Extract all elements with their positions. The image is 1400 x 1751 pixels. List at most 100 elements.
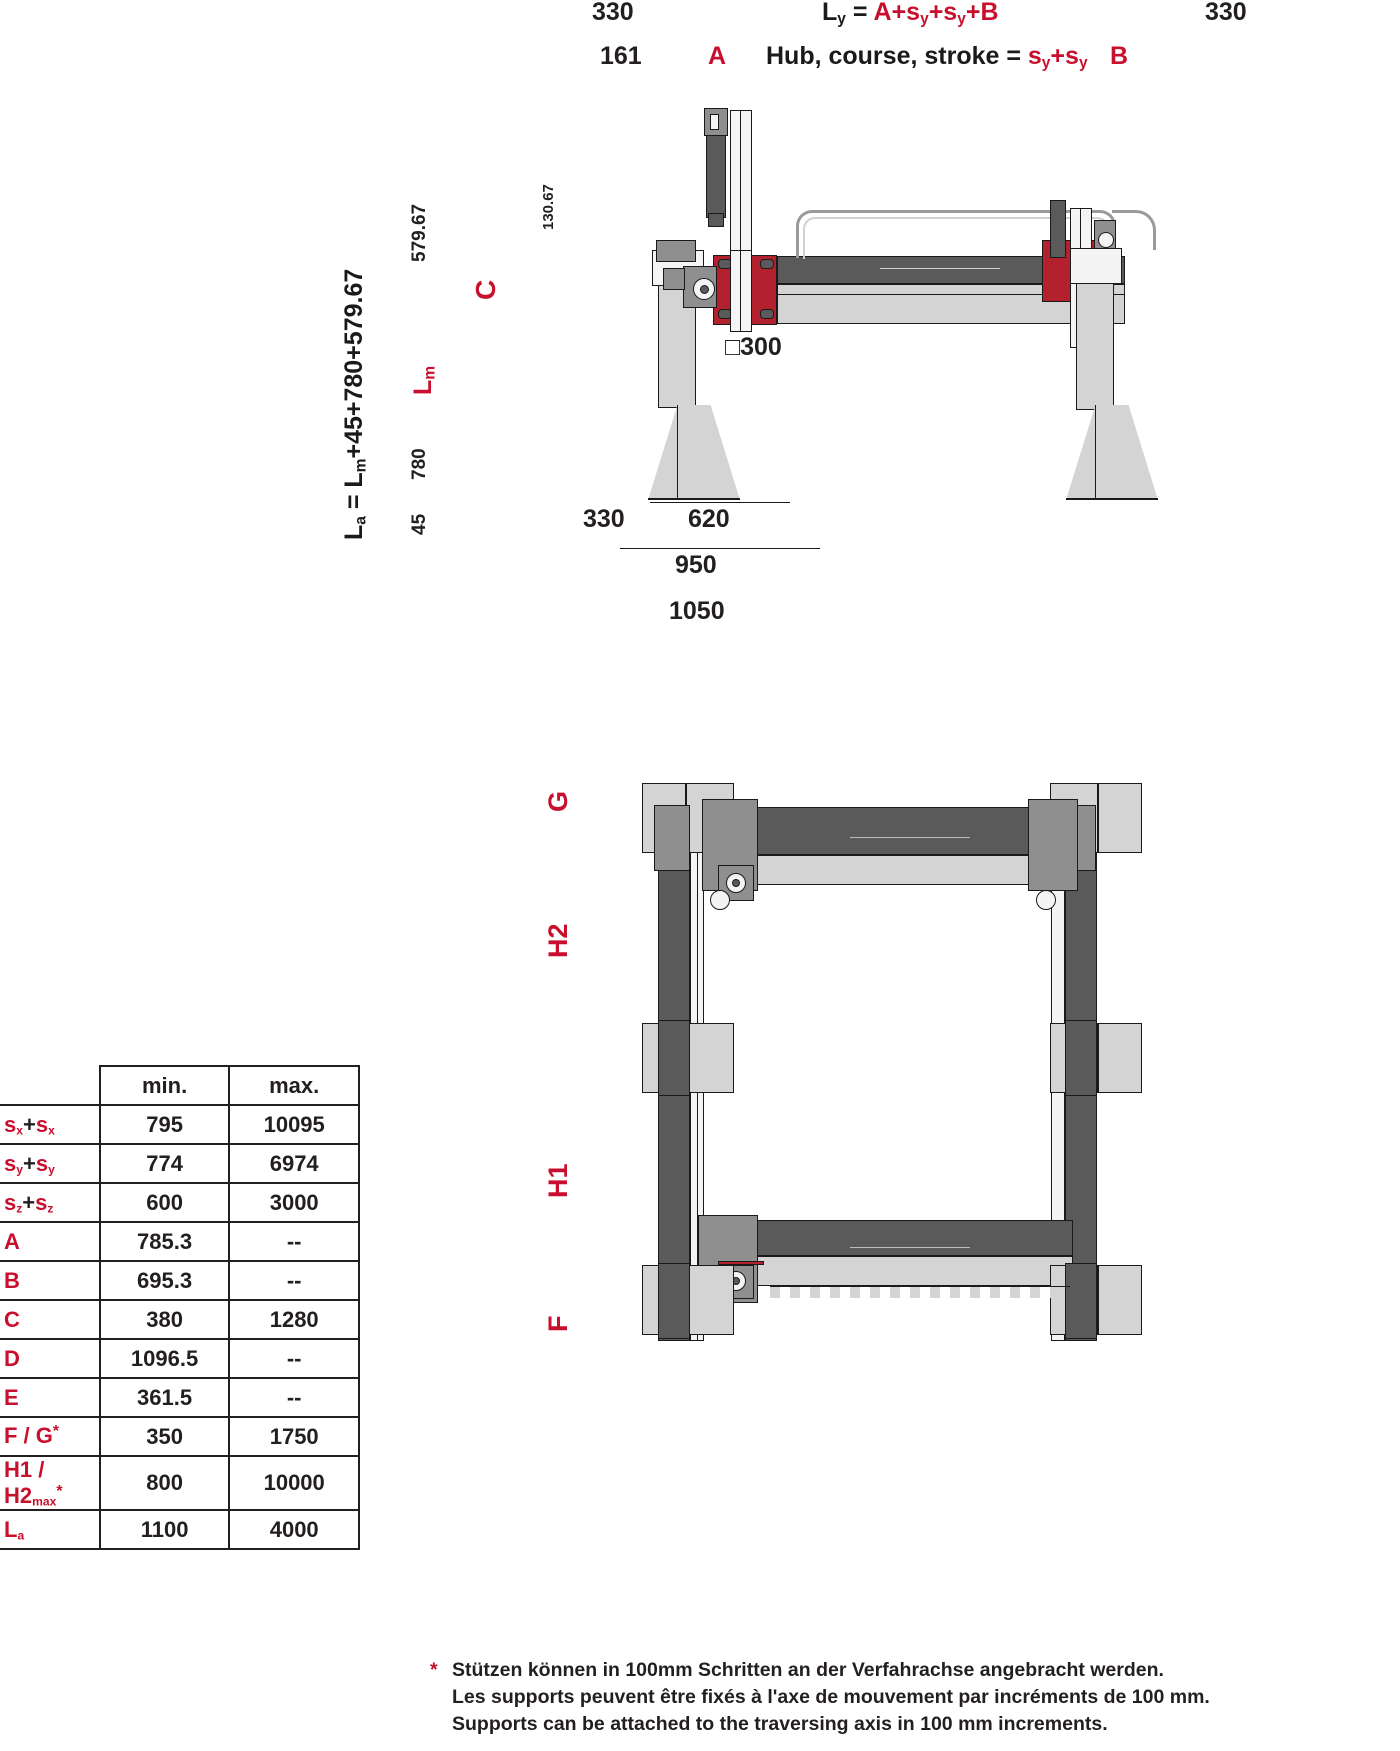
corner-node-top-left [654,805,690,871]
La-sub2: m [352,458,370,473]
table-cell-min: 1100 [98,1509,231,1551]
joint-block-mid-left-2 [686,1023,734,1093]
top-left-motor-hub [732,879,740,887]
top-dim-950: 950 [675,551,717,579]
table-cell-min: 795 [98,1104,231,1145]
formula-ly: Ly = A+sy+sy+B [822,0,999,28]
footnote-block: * Stützen können in 100mm Schritten an d… [430,1657,1390,1738]
right-post-head [1070,248,1122,284]
top-dim-330: 330 [583,505,625,533]
lower-beam-detail [850,1247,970,1249]
carriage-bolt-br [760,309,774,319]
formula-sy-1: s [906,0,921,26]
left-post-bracket [656,240,696,262]
label-130-67: 130.67 [540,184,557,230]
formula-ly-symbol: L [822,0,838,26]
left-rail-through-centerline [740,250,742,332]
table-cell-max: 4000 [228,1509,360,1551]
header-dim-right: 330 [1205,0,1247,26]
table-cell-min: 600 [98,1182,231,1223]
table-header-max: max. [228,1065,360,1106]
formula-B: B [980,0,999,26]
table-row-label: B [0,1260,101,1301]
right-base-centerline [1095,405,1097,500]
table-row-label: sx+sx [0,1104,101,1145]
table-cell-min: 785.3 [98,1221,231,1262]
stroke-sy-1-sub: y [1041,54,1051,72]
label-H1: H1 [543,1163,573,1198]
dim-line-950 [620,548,820,550]
z-axis-motor-foot [708,213,724,227]
formula-equals: = [845,0,874,26]
stroke-sy-1: s [1027,42,1042,70]
table-cell-max: -- [228,1260,360,1301]
joint-block-bottom-left-2 [686,1265,734,1335]
top-dim-620: 620 [688,505,730,533]
footnote-line-de: Stützen können in 100mm Schritten an der… [452,1659,1164,1681]
formula-sy-2-sub: y [957,10,966,28]
right-motor-body [1050,200,1066,258]
header-label-A: A [708,42,727,70]
left-base-foot-outline [648,405,740,500]
table-row-label: sz+sz [0,1182,101,1223]
front-view-drawing [640,765,1200,1341]
formula-sy-1-sub: y [920,10,929,28]
formula-plus-3: + [965,0,981,26]
table-cell-max: -- [228,1221,360,1262]
label-F: F [543,1315,573,1333]
table-header-row: min. max. [0,1065,360,1106]
table-cell-min: 1096.5 [98,1338,231,1379]
table-cell-min: 361.5 [98,1377,231,1418]
La-sub: a [352,516,370,525]
table-row-label: La [0,1509,101,1551]
table-cell-min: 380 [98,1299,231,1340]
right-base-bottom-edge [1066,498,1158,500]
table-row-label: E [0,1377,101,1418]
y-beam-centerline [777,294,1125,296]
table-row-label: D [0,1338,101,1379]
header-dim-161: 161 [600,42,642,70]
formula-plus-1: + [891,0,907,26]
dim-line-620 [650,502,790,504]
stroke-formula: Hub, course, stroke = sy+sy [766,42,1088,72]
table-cell-min: 695.3 [98,1260,231,1301]
left-drive-pulley-hub [700,285,709,294]
stroke-sy-2-sub: y [1078,54,1088,72]
La-symbol: L [340,524,368,540]
mid-left-column-seg [658,1020,690,1096]
mid-right-column-seg [1065,1020,1097,1096]
joint-block-mid-right-2 [1098,1023,1142,1093]
top-dim-1050: 1050 [669,597,725,625]
y-beam-detail-line [880,268,1000,270]
lower-gantry-beam-upper [728,1220,1073,1256]
header-dim-left: 330 [592,0,634,26]
joint-block-top-right-2 [1098,783,1142,853]
table-cell-min: 800 [98,1454,231,1512]
bottom-right-column-seg [1065,1263,1097,1339]
table-cell-max: 1280 [228,1299,360,1340]
footnote-star: * [430,1659,438,1681]
top-gantry-beam-upper [728,807,1058,855]
top-view-drawing [600,100,1220,550]
toothed-rack [770,1286,1070,1298]
table-cell-max: 10095 [228,1104,360,1145]
top-beam-detail [850,837,970,839]
label-579-67: 579.67 [409,203,430,262]
carriage-bolt-tr [760,259,774,269]
label-H2: H2 [543,923,573,958]
label-Lm: Lm [409,366,439,395]
table-cell-max: 6974 [228,1143,360,1184]
table-cell-max: 10000 [228,1454,360,1512]
header-label-B: B [1110,42,1129,70]
La-tail: +45+780+579.67 [340,268,368,459]
top-right-carriage [1028,799,1078,891]
